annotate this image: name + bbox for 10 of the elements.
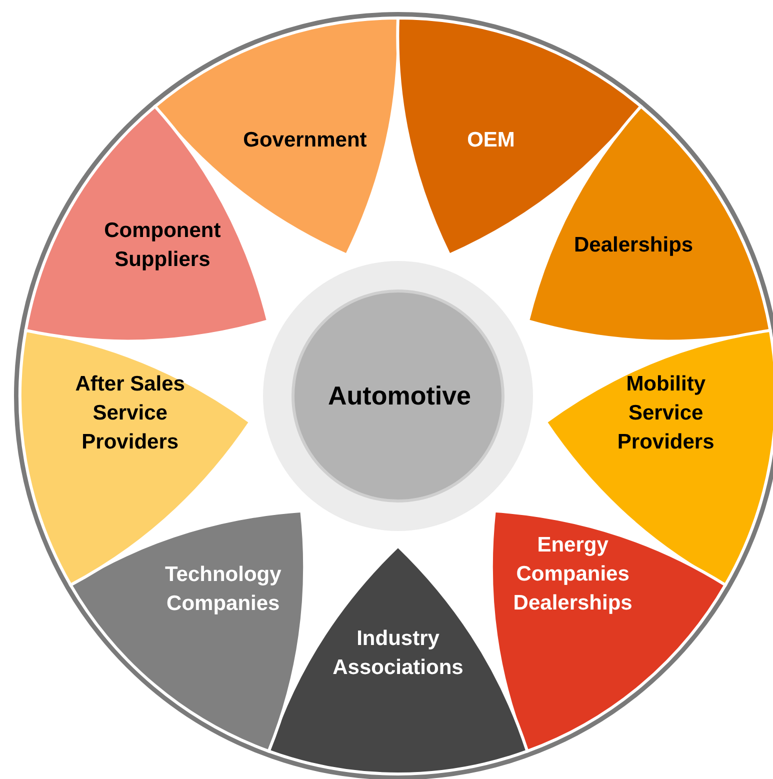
segment-label: Automotive bbox=[328, 382, 468, 410]
segment-label: Energy Companies Dealerships bbox=[512, 532, 634, 617]
segment-label: Government bbox=[242, 128, 368, 154]
segment-label: OEM bbox=[466, 128, 516, 154]
segment-label: Industry Associations bbox=[332, 626, 464, 681]
segment-label: After Sales Service Providers bbox=[74, 372, 186, 456]
segment-label: Technology Companies bbox=[164, 562, 282, 618]
segment-label: Mobility Service Providers bbox=[616, 372, 716, 456]
segment-label: Component Suppliers bbox=[103, 218, 222, 273]
segment-label: Dealerships bbox=[573, 232, 694, 258]
